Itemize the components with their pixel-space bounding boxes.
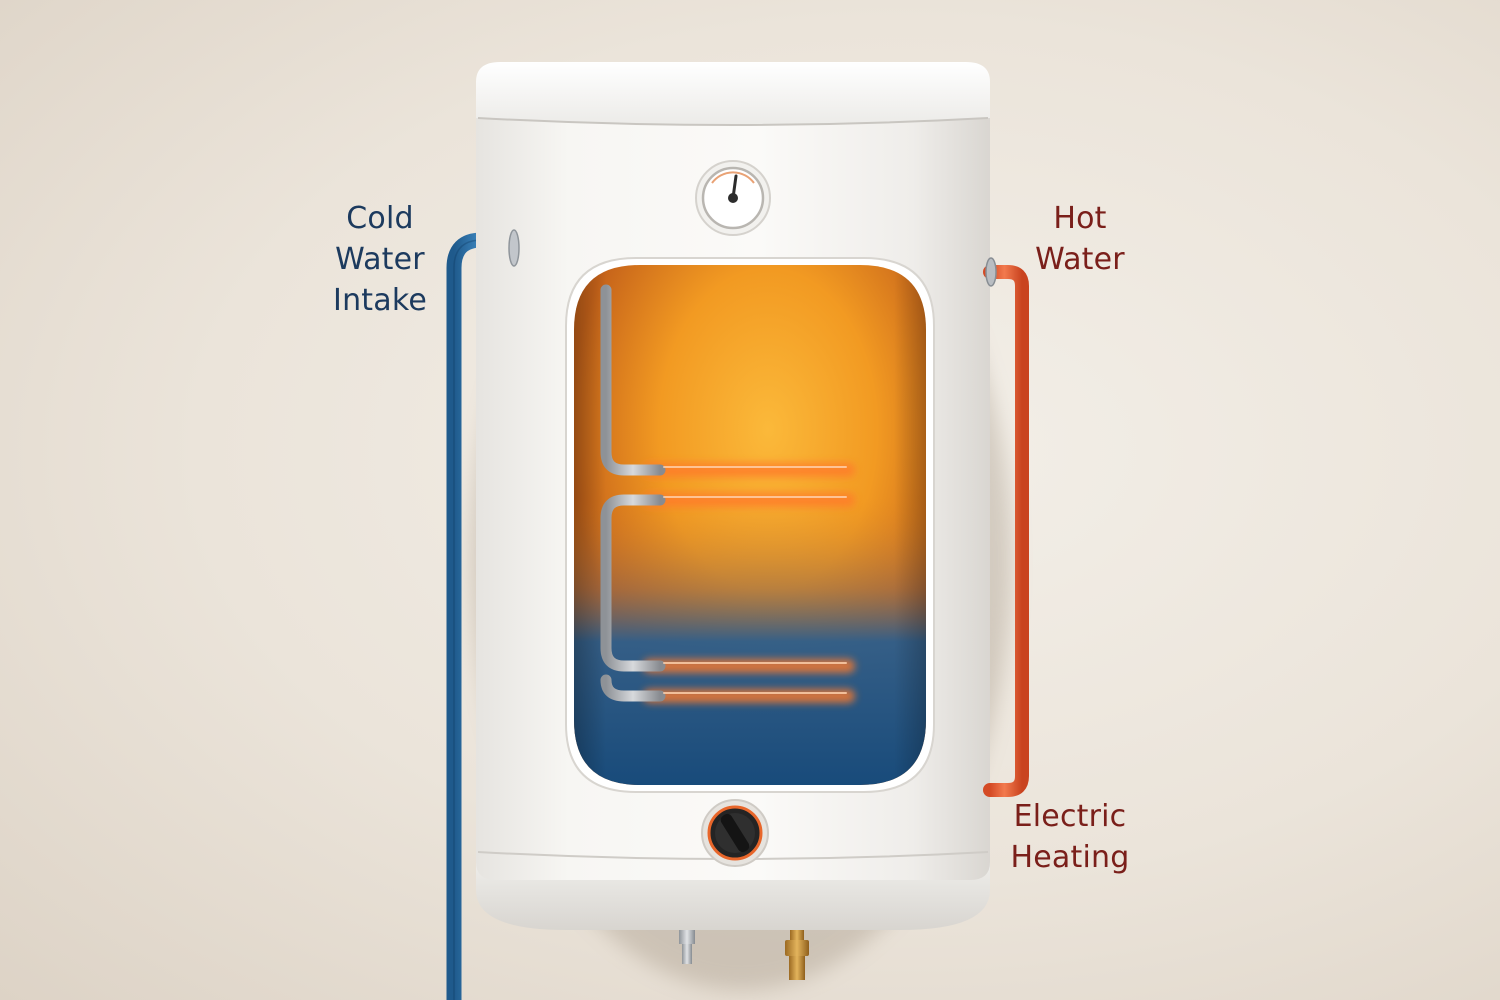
cold-inlet-fitting	[508, 229, 520, 267]
cold-water-intake-label-line-3: Intake	[333, 283, 427, 318]
hot-water-pipe	[983, 265, 1029, 797]
hot-outlet-fitting	[985, 257, 997, 287]
electric-heating-label-line-1: Electric	[1013, 799, 1127, 834]
electric-heating-label: Electric Heating	[990, 796, 1150, 878]
hot-water-label-line-1: Hot	[1053, 201, 1107, 236]
cold-water-intake-label: Cold Water Intake	[300, 198, 460, 321]
cold-water-intake-label-line-1: Cold	[346, 201, 414, 236]
thermostat-knob-icon[interactable]	[701, 799, 769, 867]
temperature-gauge-icon	[695, 160, 771, 236]
drain-valve-right	[785, 930, 809, 980]
drain-valve-left	[679, 930, 695, 964]
hot-water-label-line-2: Water	[1035, 242, 1125, 277]
tank-top-cap	[476, 62, 990, 125]
tank-cutaway	[574, 265, 926, 785]
electric-heating-label-line-2: Heating	[1010, 840, 1130, 875]
heating-element	[600, 284, 856, 703]
hot-water-label: Hot Water	[1010, 198, 1150, 280]
tank-top-seam	[477, 117, 989, 126]
cold-water-intake-label-line-2: Water	[335, 242, 425, 277]
